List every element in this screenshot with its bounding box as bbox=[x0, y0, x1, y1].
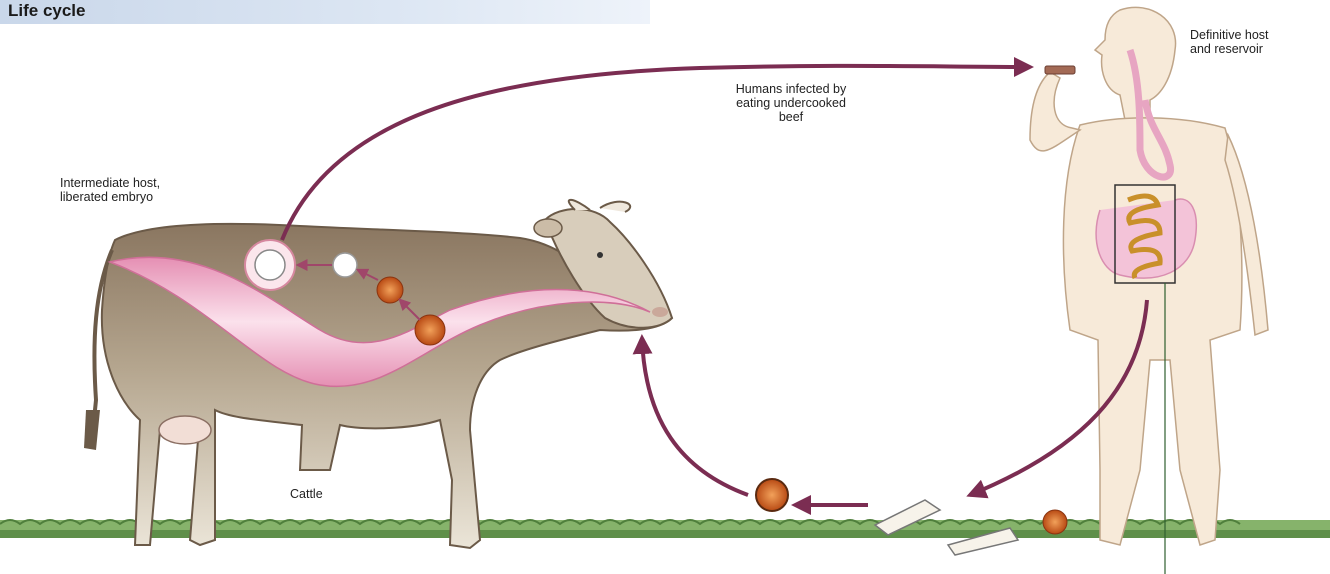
label-cattle: Cattle bbox=[290, 487, 323, 501]
label-line: and reservoir bbox=[1190, 42, 1269, 56]
header-band bbox=[0, 0, 650, 24]
label-line: Definitive host bbox=[1190, 28, 1269, 42]
diagram-title: Life cycle bbox=[8, 1, 86, 21]
egg bbox=[756, 479, 788, 511]
label-humans-infected: Humans infected by eating undercooked be… bbox=[716, 82, 866, 124]
label-intermediate-host: Intermediate host, liberated embryo bbox=[60, 176, 160, 204]
label-definitive-host: Definitive host and reservoir bbox=[1190, 28, 1269, 56]
label-line: beef bbox=[716, 110, 866, 124]
human-figure bbox=[1030, 7, 1268, 574]
label-line: Intermediate host, bbox=[60, 176, 160, 190]
label-line: Humans infected by bbox=[716, 82, 866, 96]
label-line: liberated embryo bbox=[60, 190, 160, 204]
label-line: eating undercooked bbox=[716, 96, 866, 110]
